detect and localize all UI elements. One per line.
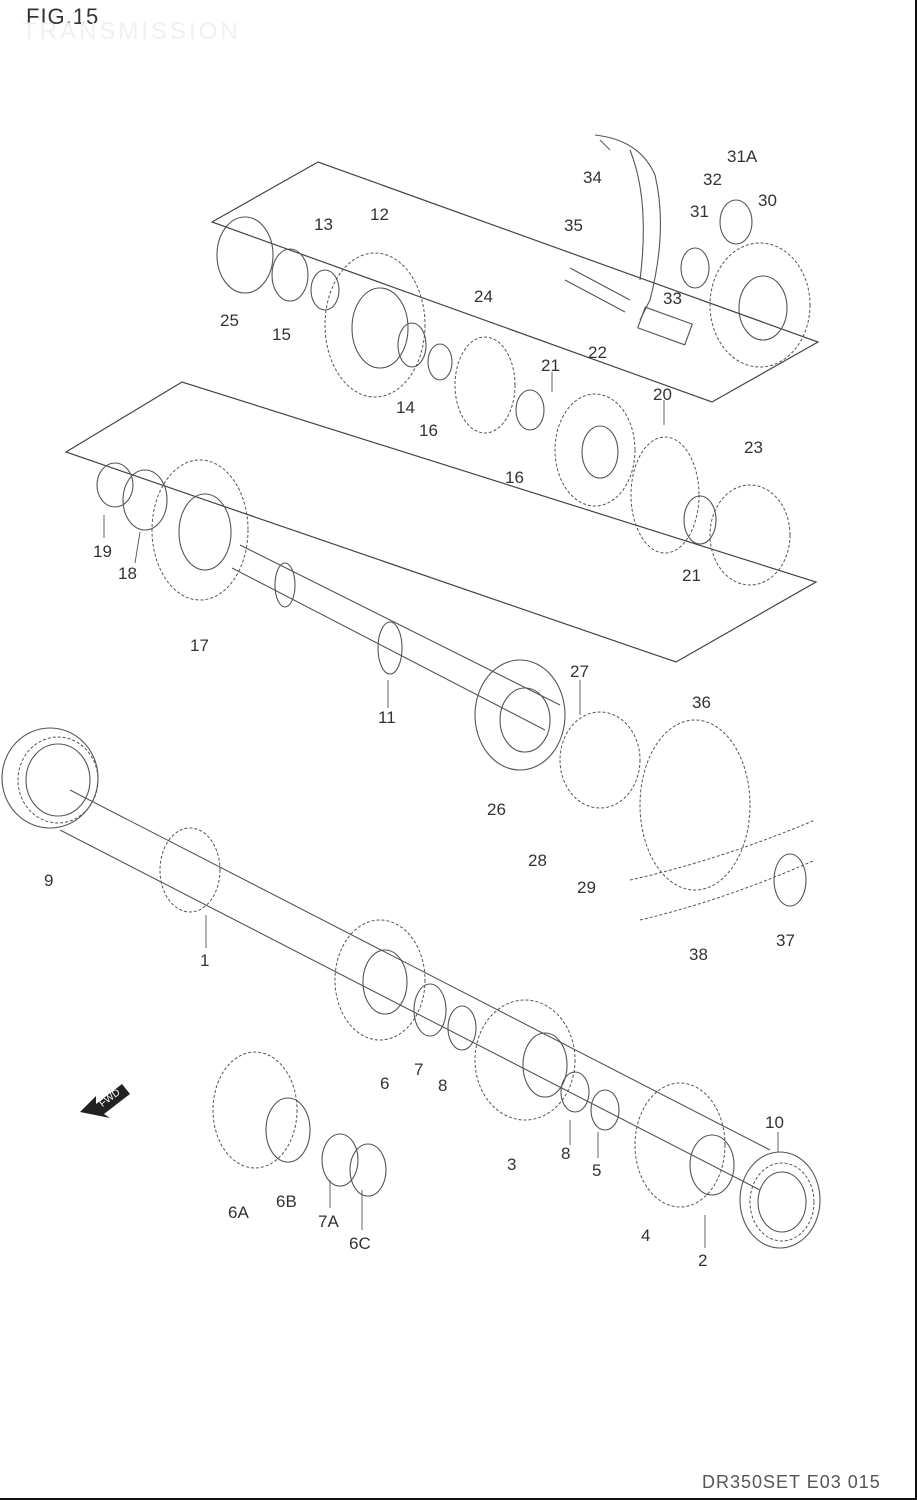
callout-4: 4 [641, 1226, 650, 1245]
callout-15: 15 [272, 325, 291, 344]
callout-28: 28 [528, 851, 547, 870]
callout-34: 34 [583, 168, 602, 187]
callout-6a: 6A [228, 1203, 249, 1222]
callout-11: 11 [378, 708, 396, 727]
callout-25: 25 [220, 311, 239, 330]
callout-14: 14 [396, 398, 415, 417]
callout-7a: 7A [318, 1212, 339, 1231]
countershaft [231, 544, 561, 731]
callout-23: 23 [744, 438, 763, 457]
callout-26: 26 [487, 800, 506, 819]
sprocket-chain-assembly [474, 659, 816, 921]
driveshaft [59, 789, 771, 1191]
callout-6b: 6B [276, 1192, 297, 1211]
callout-6: 6 [380, 1074, 389, 1093]
countershaft-tray [210, 161, 820, 403]
callout-21b: 21 [682, 566, 701, 585]
bearing-9 [1, 727, 99, 829]
callout-8b: 8 [561, 1144, 570, 1163]
callout-24: 24 [474, 287, 493, 306]
fwd-arrow-icon: FWD [80, 1084, 130, 1118]
callout-29: 29 [577, 878, 596, 897]
callout-3: 3 [507, 1155, 516, 1174]
callout-38: 38 [689, 945, 708, 964]
bearing-10 [739, 1151, 821, 1249]
callout-7: 7 [414, 1060, 423, 1079]
callout-13: 13 [314, 215, 333, 234]
drawing-code: DR350SET E03 015 [702, 1472, 881, 1492]
callout-30: 30 [758, 191, 777, 210]
upper-gear-set [216, 199, 811, 586]
callout-31a: 31A [727, 147, 758, 166]
callout-10: 10 [765, 1113, 784, 1132]
figure-title: FIG.15 [26, 4, 100, 29]
callout-20: 20 [653, 385, 672, 404]
driveshaft-tray [64, 381, 818, 663]
leader-lines [103, 139, 779, 1248]
callout-32: 32 [703, 170, 722, 189]
callout-9: 9 [44, 871, 53, 890]
callout-31: 31 [690, 202, 709, 221]
callout-17: 17 [190, 636, 209, 655]
callout-2: 2 [698, 1251, 707, 1270]
callout-12: 12 [370, 205, 389, 224]
callout-6c: 6C [349, 1234, 371, 1253]
callout-27: 27 [570, 662, 589, 681]
callout-1: 1 [200, 951, 209, 970]
callout-5: 5 [592, 1161, 601, 1180]
loose-gear-set [212, 1051, 387, 1197]
callout-36: 36 [692, 693, 711, 712]
figure-subtitle: TRANSMISSION [22, 18, 241, 45]
callout-35: 35 [564, 216, 583, 235]
callout-22: 22 [588, 343, 607, 362]
callout-8a: 8 [438, 1076, 447, 1095]
lower-drive-gears [96, 459, 735, 1208]
callout-19: 19 [93, 542, 112, 561]
shift-fork [564, 134, 693, 346]
callout-21a: 21 [541, 356, 560, 375]
callout-16b: 16 [505, 468, 524, 487]
callout-33: 33 [663, 289, 682, 308]
callouts: 1 2 3 4 5 6 6A 6B 6C 7 7A 8 8 9 10 11 12… [44, 147, 795, 1270]
callout-16a: 16 [419, 421, 438, 440]
callout-37: 37 [776, 931, 795, 950]
callout-18: 18 [118, 564, 137, 583]
